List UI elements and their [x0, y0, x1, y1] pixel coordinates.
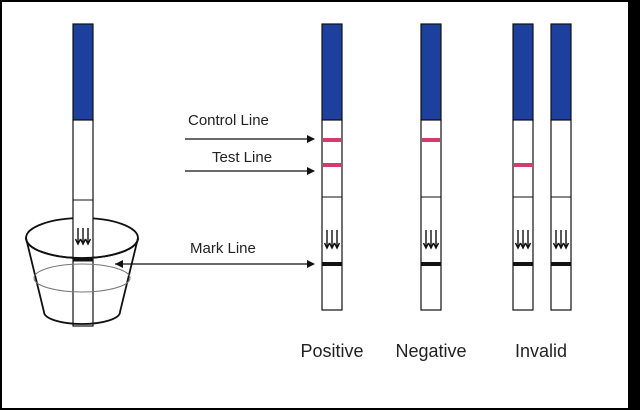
dipped-strip-arrows-icon	[74, 228, 92, 246]
strip-test-line	[514, 163, 532, 167]
result-strips	[321, 23, 572, 311]
strip-mark-line	[551, 262, 571, 266]
control-line-label: Control Line	[188, 112, 269, 129]
caption-invalid: Invalid	[515, 341, 567, 361]
strip-handle	[512, 23, 534, 121]
urine-cup-illustration	[25, 23, 139, 327]
strip-control-line	[323, 138, 341, 142]
annotation-test-line: Test Line	[185, 149, 315, 175]
mark-line-label: Mark Line	[190, 240, 256, 257]
dipped-test-strip	[72, 23, 94, 327]
strip-control-line	[422, 138, 440, 142]
strip-handle	[321, 23, 343, 121]
strip-arrows-icon	[323, 230, 341, 250]
strip-body	[550, 119, 572, 311]
strip-arrows-icon	[422, 230, 440, 250]
dipped-strip-mark-line	[73, 258, 93, 262]
strip-body	[321, 119, 343, 311]
strip-mark-line	[513, 262, 533, 266]
strip-test-line	[323, 163, 341, 167]
dipped-strip-handle	[72, 23, 94, 121]
strip-arrows-icon	[552, 230, 570, 250]
dipped-strip-body	[72, 119, 94, 327]
strip-mark-line	[421, 262, 441, 266]
cup-front-rim	[25, 237, 139, 259]
strip-mark-line	[322, 262, 342, 266]
strip-invalid-test-only	[512, 23, 534, 311]
test-line-label: Test Line	[212, 149, 272, 166]
liquid-level-ellipse	[33, 263, 131, 293]
caption-positive: Positive	[300, 341, 363, 361]
strip-positive	[321, 23, 343, 311]
annotation-control-line: Control Line	[185, 112, 315, 143]
strip-negative	[420, 23, 442, 311]
strip-body	[420, 119, 442, 311]
mark-line-arrow-tail-icon	[115, 260, 123, 268]
strip-handle	[550, 23, 572, 121]
strip-invalid-no-lines	[550, 23, 572, 311]
strip-handle	[420, 23, 442, 121]
cup-body	[25, 237, 139, 325]
strip-arrows-icon	[514, 230, 532, 250]
strip-body	[512, 119, 534, 311]
caption-negative: Negative	[395, 341, 466, 361]
result-captions: Positive Negative Invalid	[300, 341, 567, 361]
annotation-mark-line: Mark Line	[115, 240, 315, 268]
